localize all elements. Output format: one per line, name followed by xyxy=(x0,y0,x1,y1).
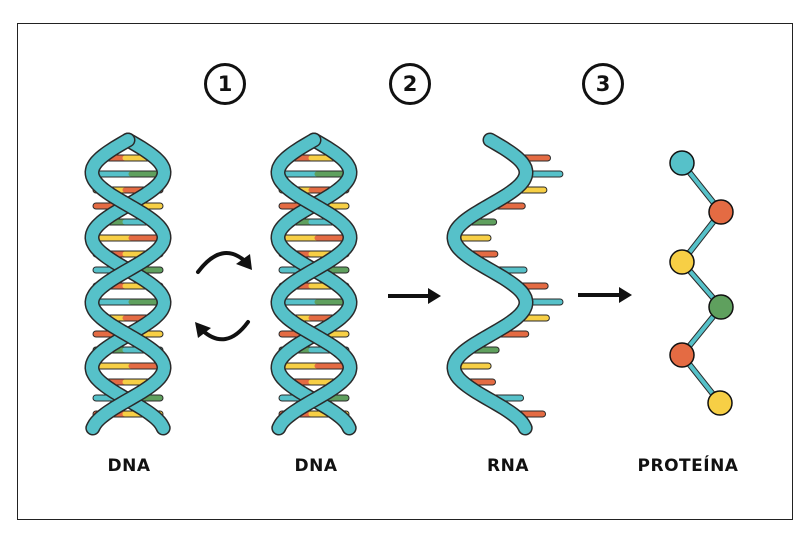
arrow-translation xyxy=(578,287,632,303)
diagram-frame xyxy=(17,23,793,520)
backbone-strand-a xyxy=(271,134,357,434)
label-rna: RNA xyxy=(487,456,529,476)
label-protein: PROTEÍNA xyxy=(637,456,739,476)
amino-acid-bead xyxy=(707,390,733,416)
amino-acid-bead xyxy=(669,342,695,368)
amino-acid-bead xyxy=(708,294,734,320)
curved-arrow-bottom xyxy=(200,320,250,342)
label-dna-original: DNA xyxy=(107,456,151,476)
arrow-head xyxy=(619,287,632,303)
step-1-badge: 1 xyxy=(204,63,246,105)
dna-helix-original xyxy=(84,132,172,436)
backbone-strand-a xyxy=(85,134,171,434)
protein-chain xyxy=(669,150,734,416)
backbone-strand-b xyxy=(271,134,357,434)
backbone-strand-a xyxy=(447,134,533,434)
replication-cycle-arrows xyxy=(195,251,252,342)
curved-arrow-top xyxy=(196,251,248,274)
arrow-head xyxy=(428,288,441,304)
amino-acid-bead xyxy=(669,150,695,176)
step-3-badge: 3 xyxy=(582,63,624,105)
arrow-transcription xyxy=(388,288,441,304)
dna-helix-copy xyxy=(270,132,358,436)
label-dna-copy: DNA xyxy=(294,456,338,476)
rna-strand xyxy=(446,132,564,436)
amino-acid-bead xyxy=(669,249,695,275)
curved-arrow-bottom-head xyxy=(195,322,211,338)
step-2-badge: 2 xyxy=(389,63,431,105)
amino-acid-bead xyxy=(708,199,734,225)
curved-arrow-top-head xyxy=(236,254,252,270)
backbone-strand-b xyxy=(85,134,171,434)
